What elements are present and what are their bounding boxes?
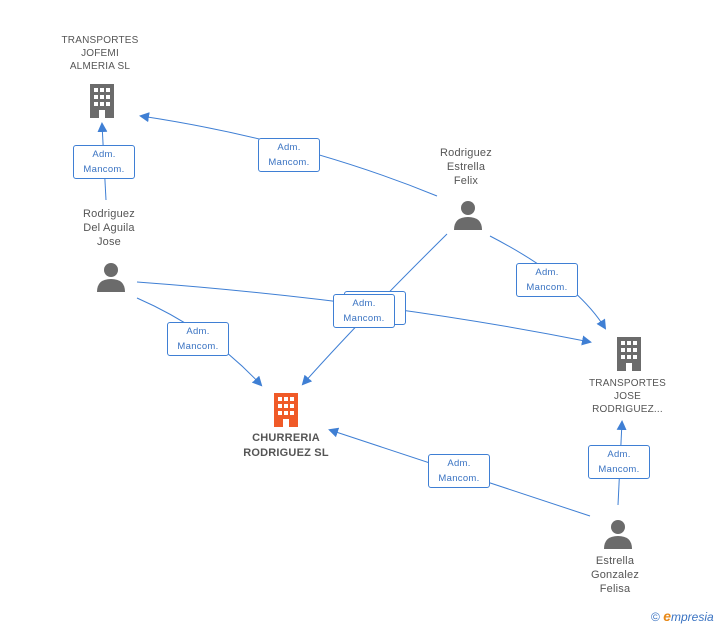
label-line: TRANSPORTES bbox=[61, 35, 139, 46]
relation-role: Mancom. bbox=[438, 473, 480, 484]
brand-e: e bbox=[663, 608, 671, 624]
label-line: RODRIGUEZ... bbox=[592, 404, 663, 415]
label-line: TRANSPORTES bbox=[588, 378, 667, 389]
relation-box-felix-jofemi[interactable]: Adm. Mancom. bbox=[258, 138, 320, 172]
label-line: ALMERIA SL bbox=[69, 61, 131, 72]
relation-role: Adm. bbox=[277, 142, 301, 153]
relation-role: Adm. bbox=[352, 298, 376, 309]
relation-box-felix-transportes-jose[interactable]: Adm. Mancom. bbox=[516, 263, 578, 297]
label-line: CHURRERIA bbox=[252, 432, 320, 444]
relation-role: Adm. bbox=[607, 449, 631, 460]
person-icon[interactable] bbox=[603, 519, 633, 549]
relation-role: Mancom. bbox=[177, 341, 219, 352]
relation-box-aguila-churreria[interactable]: Adm. Mancom. bbox=[167, 322, 229, 356]
relation-role: Adm. bbox=[447, 458, 471, 469]
company-label-churreria[interactable]: CHURRERIA RODRIGUEZ SL bbox=[221, 431, 351, 461]
building-icon[interactable] bbox=[86, 84, 118, 118]
brand-name: mpresia bbox=[670, 610, 714, 624]
relation-role: Mancom. bbox=[526, 282, 568, 293]
label-line: JOFEMI bbox=[81, 48, 119, 59]
company-label-jofemi: TRANSPORTES JOFEMI ALMERIA SL bbox=[40, 34, 160, 73]
relation-box-felisa-churreria[interactable]: Adm. Mancom. bbox=[428, 454, 490, 488]
label-line: Estrella bbox=[595, 555, 635, 567]
relation-box-felix-churreria[interactable]: Adm. Mancom. bbox=[333, 294, 395, 328]
label-line: Felix bbox=[453, 175, 479, 187]
relation-role: Mancom. bbox=[83, 164, 125, 175]
relation-role: Adm. bbox=[186, 326, 210, 337]
relation-role: Mancom. bbox=[598, 464, 640, 475]
label-line: Gonzalez bbox=[590, 569, 640, 581]
empresia-brand[interactable]: © empresia bbox=[651, 608, 714, 624]
building-icon[interactable] bbox=[270, 393, 302, 427]
relation-role: Mancom. bbox=[343, 313, 385, 324]
label-line: Rodriguez bbox=[83, 208, 135, 220]
person-icon[interactable] bbox=[96, 262, 126, 292]
company-label-transportes-jose: TRANSPORTES JOSE RODRIGUEZ... bbox=[570, 377, 685, 416]
relation-role: Adm. bbox=[535, 267, 559, 278]
person-label-aguila: Rodriguez Del Aguila Jose bbox=[54, 207, 164, 249]
label-line: Jose bbox=[96, 236, 122, 248]
label-line: Felisa bbox=[599, 583, 631, 595]
person-label-estrella-felix: Rodriguez Estrella Felix bbox=[411, 146, 521, 188]
person-icon[interactable] bbox=[453, 200, 483, 230]
relation-box-aguila-jofemi[interactable]: Adm. Mancom. bbox=[73, 145, 135, 179]
label-line: JOSE bbox=[614, 391, 641, 402]
relation-role: Adm. bbox=[92, 149, 116, 160]
copyright-icon: © bbox=[651, 610, 660, 624]
label-line: Estrella bbox=[446, 161, 486, 173]
label-line: Rodriguez bbox=[440, 147, 492, 159]
relation-box-felisa-transportes-jose[interactable]: Adm. Mancom. bbox=[588, 445, 650, 479]
label-line: RODRIGUEZ SL bbox=[243, 447, 329, 459]
relation-role: Mancom. bbox=[268, 157, 310, 168]
label-line: Del Aguila bbox=[83, 222, 135, 234]
person-label-felisa: Estrella Gonzalez Felisa bbox=[560, 554, 670, 596]
building-icon[interactable] bbox=[613, 337, 645, 371]
